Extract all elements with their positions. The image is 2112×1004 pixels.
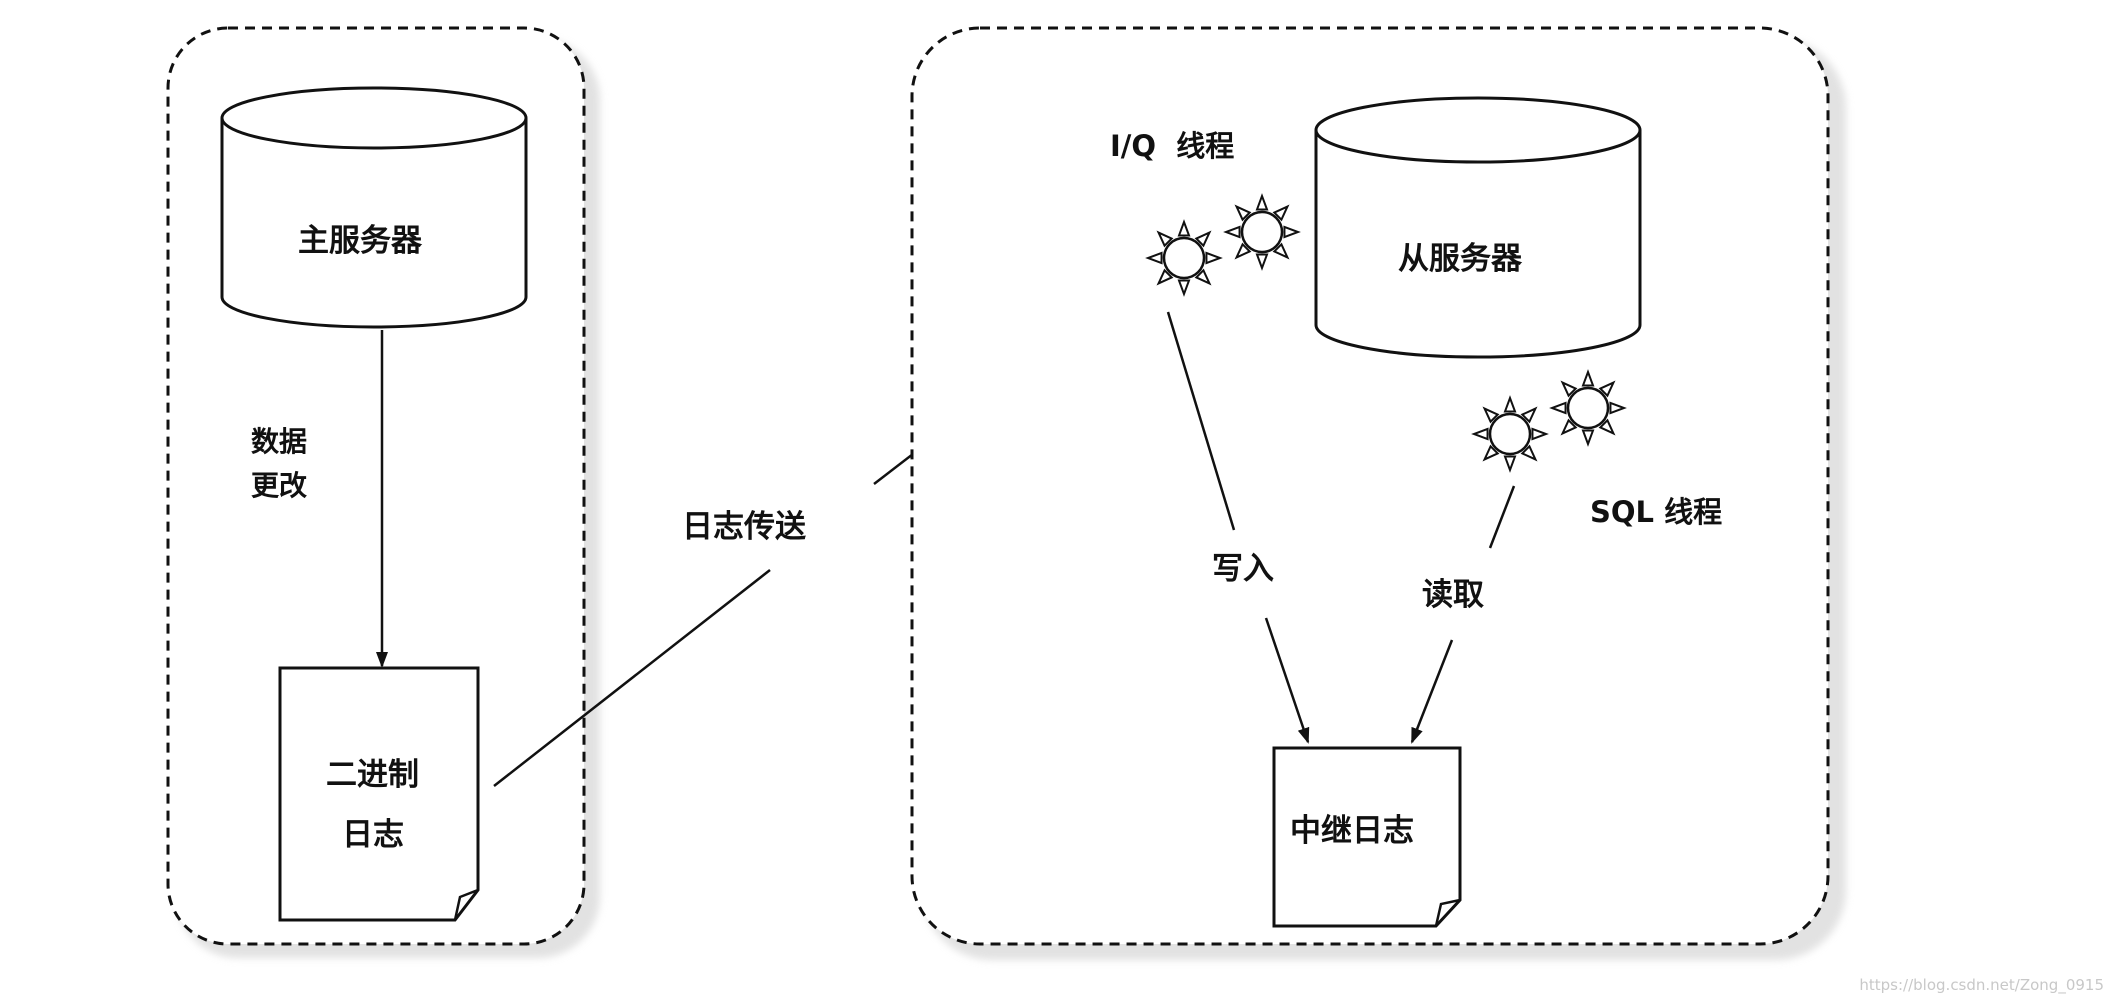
slave-server-label: 从服务器 xyxy=(1398,241,1522,277)
data-change-label-line2: 更改 xyxy=(251,469,308,502)
binary-log-document xyxy=(278,666,480,922)
watermark-url: https://blog.csdn.net/Zong_0915 xyxy=(1859,976,2104,994)
read-label: 读取 xyxy=(1422,577,1484,613)
io-thread-sun-icon xyxy=(1223,193,1301,271)
data-change-label-line1: 数据 xyxy=(251,425,308,458)
sql-thread-label: SQL 线程 xyxy=(1590,495,1723,529)
master-server-cylinder xyxy=(220,86,528,329)
slave-server-cylinder xyxy=(1314,96,1642,359)
sql-thread-sun-icon xyxy=(1549,369,1627,447)
io-thread-icon-group xyxy=(1145,193,1301,297)
sql-thread-sun-icon xyxy=(1471,395,1549,473)
binary-log-label-line1: 二进制 xyxy=(326,757,419,793)
io-thread-label: I/Q 线程 xyxy=(1110,129,1235,163)
relay-log-document xyxy=(1272,746,1462,928)
sql-thread-icon-group xyxy=(1471,369,1627,473)
read-arrow xyxy=(1410,485,1516,744)
write-label: 写入 xyxy=(1212,551,1274,587)
write-arrow xyxy=(1166,311,1310,744)
master-server-label: 主服务器 xyxy=(298,223,422,259)
io-thread-sun-icon xyxy=(1145,219,1223,297)
relay-log-label: 中继日志 xyxy=(1290,813,1414,849)
binary-log-label-line2: 日志 xyxy=(342,817,404,853)
log-transfer-label: 日志传送 xyxy=(682,509,806,545)
